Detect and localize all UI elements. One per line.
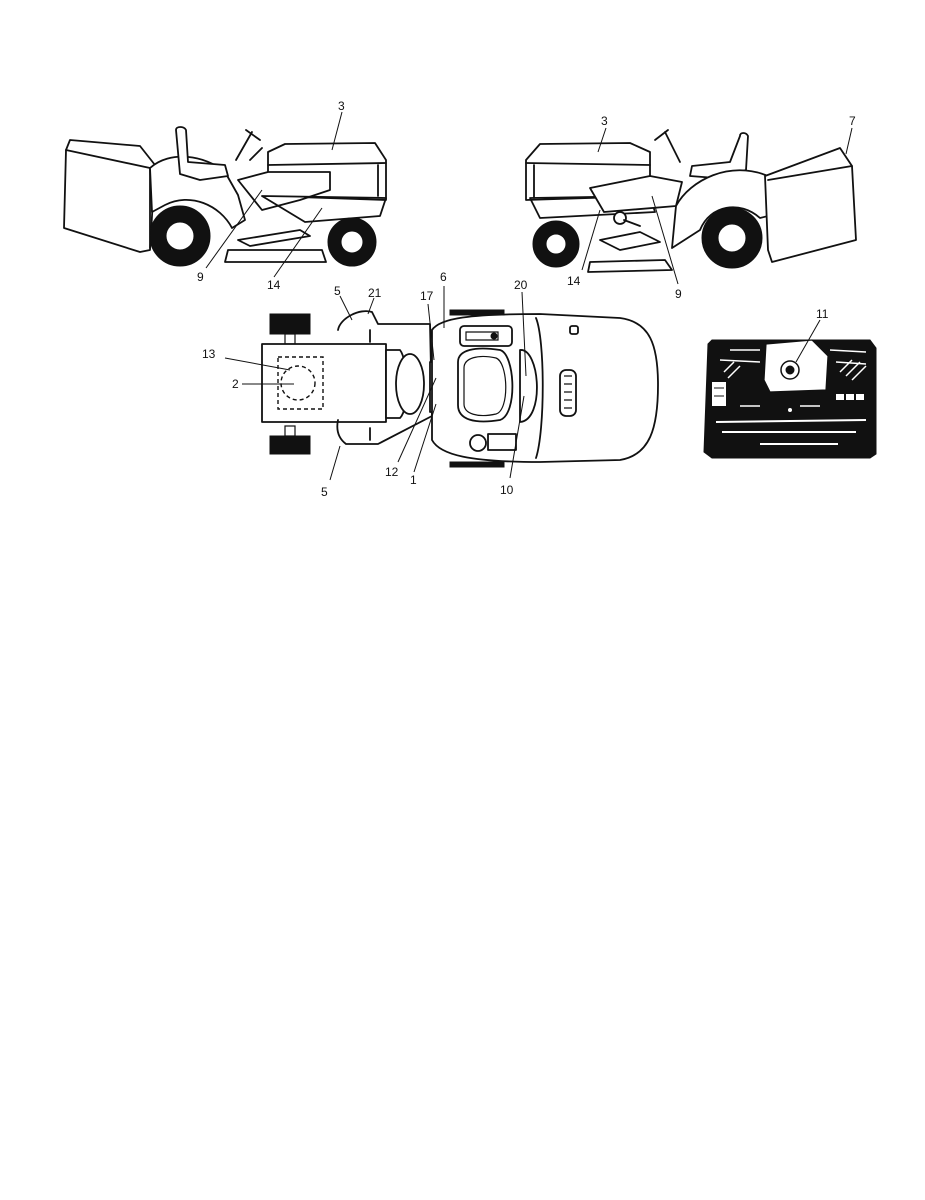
callout-label: 6	[440, 270, 447, 284]
callout-label: 7	[849, 114, 856, 128]
callout-label: 2	[232, 377, 239, 391]
top-view-tractor: 5 21 6 17 20 13 2 12 1 10 5	[202, 270, 659, 499]
callout-label: 17	[420, 289, 434, 303]
deck-view: 11	[703, 307, 877, 459]
callout-label: 9	[675, 287, 682, 301]
callout-label: 3	[338, 99, 345, 113]
callout-label: 11	[816, 307, 829, 321]
callout-label: 10	[500, 483, 514, 497]
right-side-view-tractor: 3 7 14 9	[525, 114, 857, 301]
callout-label: 5	[321, 485, 328, 499]
callout-label: 13	[202, 347, 216, 361]
left-side-view-tractor: 3 9 14	[63, 99, 387, 292]
callout-label: 14	[267, 278, 281, 292]
callout-label: 14	[567, 274, 581, 288]
callout-label: 5	[334, 284, 341, 298]
callout-label: 20	[514, 278, 528, 292]
callout-label: 1	[410, 473, 417, 487]
callout-label: 3	[601, 114, 608, 128]
callout-label: 12	[385, 465, 399, 479]
callout-label: 9	[197, 270, 204, 284]
callout-label: 21	[368, 286, 382, 300]
